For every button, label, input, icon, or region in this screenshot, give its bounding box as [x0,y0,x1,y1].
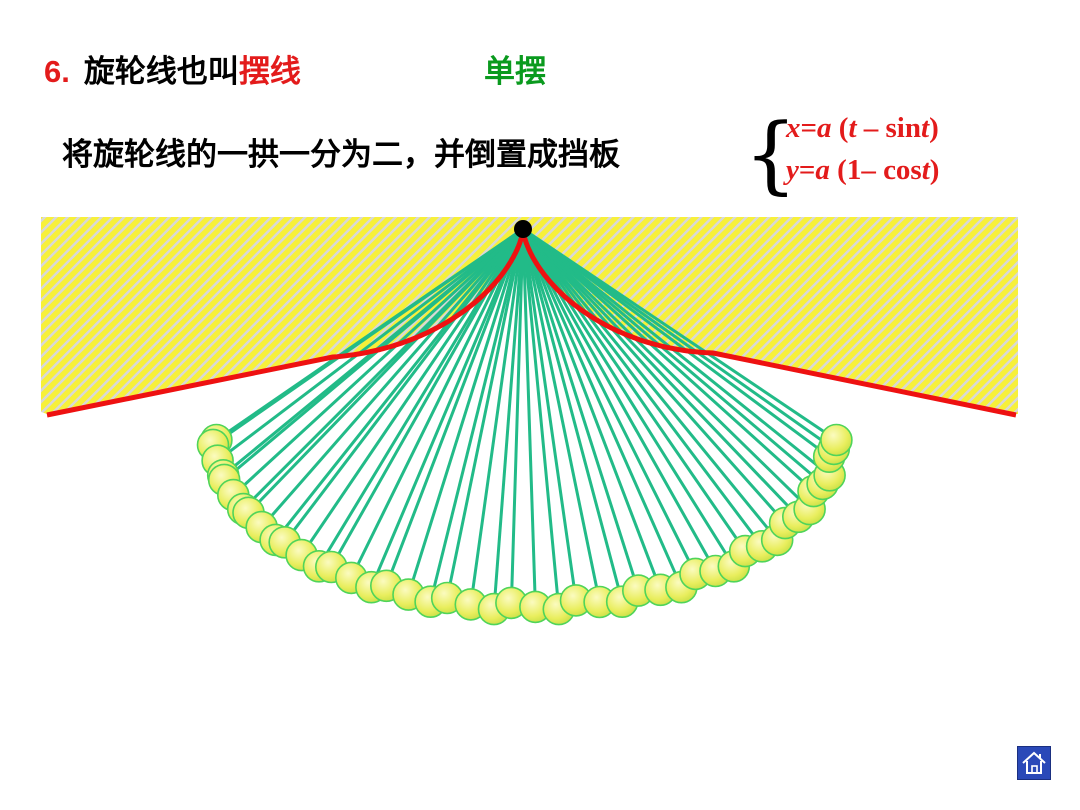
pendulum-string [521,228,736,568]
pendulum-string [522,227,824,486]
pendulum-string [521,228,662,591]
pendulum-string [521,228,764,548]
pendulum-string [317,228,525,568]
equation-x: x=a (t – sint) [786,112,939,144]
pendulum-string [260,228,525,529]
pendulum-bob [820,423,853,457]
slide-title: 6. 旋轮线也叫摆线 [44,52,301,92]
pendulum-string [216,227,524,462]
pendulum-string [521,228,602,603]
pivot-point [514,220,532,238]
pendulum-string [522,227,831,458]
pendulum-string [247,227,525,514]
pendulum-string [521,228,747,552]
pendulum-string [429,228,525,603]
pendulum-string [300,228,525,556]
pendulum-string [521,228,779,541]
pendulum-string [522,227,831,477]
pendulum-string [370,228,525,588]
description-text: 将旋轮线的一拱一分为二，并倒置成挡板 [62,137,620,173]
pendulum-string [212,227,524,447]
pendulum-string [521,228,578,601]
pendulum-string [522,227,838,442]
equation-brace: { [744,105,798,203]
pendulum-string [283,228,525,544]
subtitle-pendulum: 单摆 [484,54,546,90]
pendulum-string [521,228,624,603]
pendulum-string [232,227,525,497]
pendulum-string [223,227,524,482]
pendulum-string [521,228,537,607]
pendulum-string [521,227,811,511]
pendulum-bobs [196,423,853,626]
slide-number: 6. [44,54,70,89]
pendulum-string [407,228,525,596]
pendulum-string [521,227,800,518]
pendulum-string [521,228,787,525]
pendulum-string [521,227,815,493]
title-prefix: 旋轮线也叫 [83,54,239,90]
pendulum-string [492,228,525,610]
pendulum-string [509,228,525,603]
pendulum-string [521,228,640,592]
pendulum-string [469,228,525,605]
home-icon [1022,751,1046,774]
equation-y: y=a (1– cost) [786,154,940,186]
pendulum-string [384,228,525,587]
pendulum-string [521,228,561,610]
pendulum-string [445,228,525,599]
home-button[interactable] [1017,746,1051,780]
title-highlight: 摆线 [238,54,301,90]
pendulum-string [521,228,683,588]
